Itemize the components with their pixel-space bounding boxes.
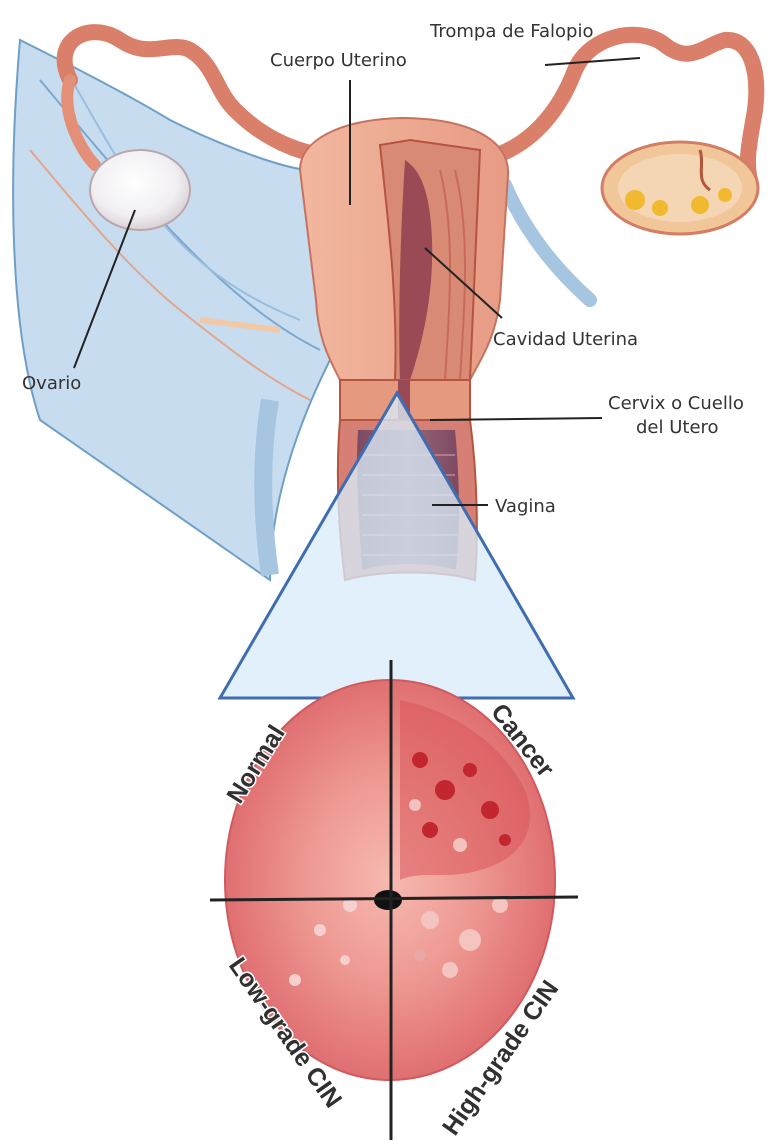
broad-ligament — [13, 40, 330, 580]
label-vagina: Vagina — [495, 496, 556, 517]
right-ligament — [505, 185, 590, 300]
label-cervix-line1: Cervix o Cuello — [608, 393, 744, 414]
label-fallopian-tube: Trompa de Falopio — [429, 21, 594, 42]
label-ovary: Ovario — [22, 373, 81, 394]
left-ovary — [90, 150, 190, 230]
label-uterine-body: Cuerpo Uterino — [270, 50, 407, 71]
right-ovary — [602, 142, 758, 234]
label-uterine-cavity: Cavidad Uterina — [493, 329, 638, 350]
uterine-body — [300, 118, 508, 380]
label-cervix-line2: del Utero — [636, 417, 719, 438]
leader-fallopian — [545, 58, 640, 65]
